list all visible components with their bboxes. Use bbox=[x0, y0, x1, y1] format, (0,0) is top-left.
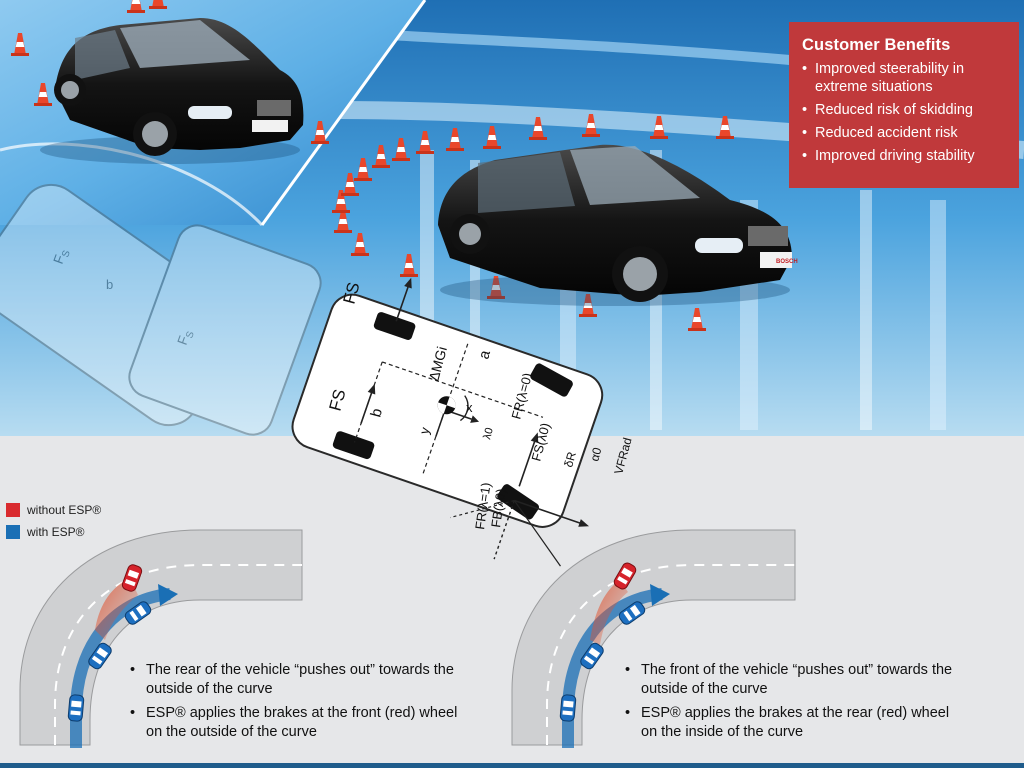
label-axis-y: y bbox=[416, 425, 432, 436]
car-photo-right: BOSCH bbox=[438, 144, 798, 306]
curve-diagram-right bbox=[511, 529, 796, 748]
benefit-item: Improved driving stability bbox=[802, 147, 1007, 165]
vehicle-dynamics-diagram bbox=[291, 277, 604, 567]
benefit-item: Reduced risk of skidding bbox=[802, 101, 1007, 119]
benefit-item: Reduced accident risk bbox=[802, 124, 1007, 142]
label-axis-x: x bbox=[466, 400, 473, 415]
benefits-title: Customer Benefits bbox=[802, 36, 951, 54]
legend-label: without ESP® bbox=[27, 503, 102, 517]
bottom-accent-line bbox=[0, 763, 1024, 768]
curve-diagram-left bbox=[19, 529, 303, 748]
label-fb: FB(λ0) bbox=[488, 488, 508, 529]
legend: without ESP® with ESP® bbox=[6, 502, 101, 546]
label-fr-lambda1: FR(λ=1) bbox=[472, 481, 493, 530]
legend-item-without-esp: without ESP® bbox=[6, 502, 101, 518]
label-alpha: α0 bbox=[587, 446, 604, 463]
benefits-list: Improved steerability in extreme situati… bbox=[802, 60, 1007, 165]
car-photo-left bbox=[40, 18, 304, 164]
legend-label: with ESP® bbox=[27, 525, 85, 539]
ghost-car-diagram: FS b FS bbox=[0, 183, 322, 436]
legend-swatch-red bbox=[6, 503, 20, 517]
scenario-right-bullet: The front of the vehicle “pushes out” to… bbox=[625, 661, 965, 699]
legend-swatch-blue bbox=[6, 525, 20, 539]
customer-benefits-panel: Customer Benefits Improved steerability … bbox=[789, 22, 1019, 188]
scenario-left-bullet: The rear of the vehicle “pushes out” tow… bbox=[130, 661, 470, 699]
label-fs-rear: FS bbox=[326, 387, 350, 413]
legend-item-with-esp: with ESP® bbox=[6, 524, 101, 540]
benefit-item: Improved steerability in extreme situati… bbox=[802, 60, 1007, 96]
scenario-left-text: The rear of the vehicle “pushes out” tow… bbox=[130, 661, 470, 747]
label-delta: δR bbox=[561, 450, 579, 469]
label-velocity: VFRad bbox=[611, 436, 634, 476]
svg-text:BOSCH: BOSCH bbox=[776, 259, 798, 265]
label-fs-front: FS bbox=[340, 280, 364, 306]
scenario-right-bullet: ESP® applies the brakes at the rear (red… bbox=[625, 704, 965, 742]
scenario-right-text: The front of the vehicle “pushes out” to… bbox=[625, 661, 965, 747]
svg-text:b: b bbox=[106, 277, 113, 292]
scenario-left-bullet: ESP® applies the brakes at the front (re… bbox=[130, 704, 470, 742]
label-lambda: λ0 bbox=[481, 426, 496, 440]
